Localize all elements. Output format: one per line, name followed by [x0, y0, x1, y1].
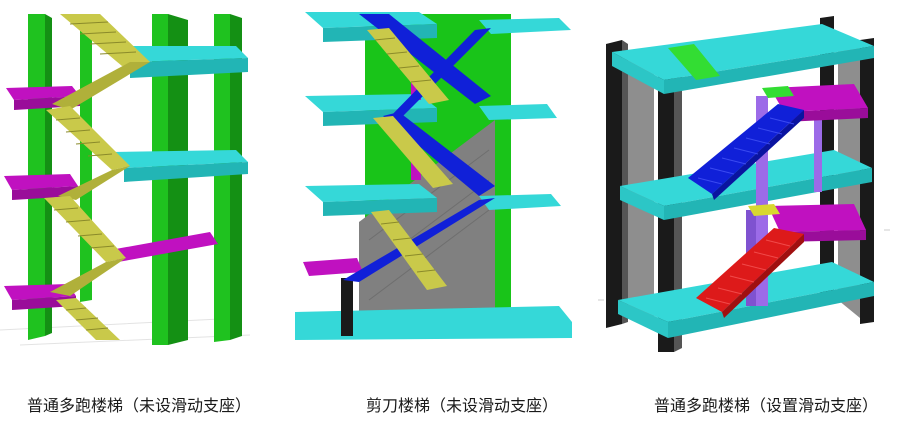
stair-model-render: [0, 14, 251, 346]
stair-model-middle: [289, 0, 572, 344]
stair-model-render: [295, 12, 572, 340]
stair-model-render: [598, 16, 890, 352]
caption-middle: 剪刀楼梯（未设滑动支座）: [366, 396, 559, 415]
stair-model-left: [0, 0, 262, 350]
stair-model-right: [598, 0, 903, 356]
caption-left: 普通多跑楼梯（未设滑动支座）: [27, 396, 252, 415]
caption-right: 普通多跑楼梯（设置滑动支座）: [654, 396, 879, 415]
